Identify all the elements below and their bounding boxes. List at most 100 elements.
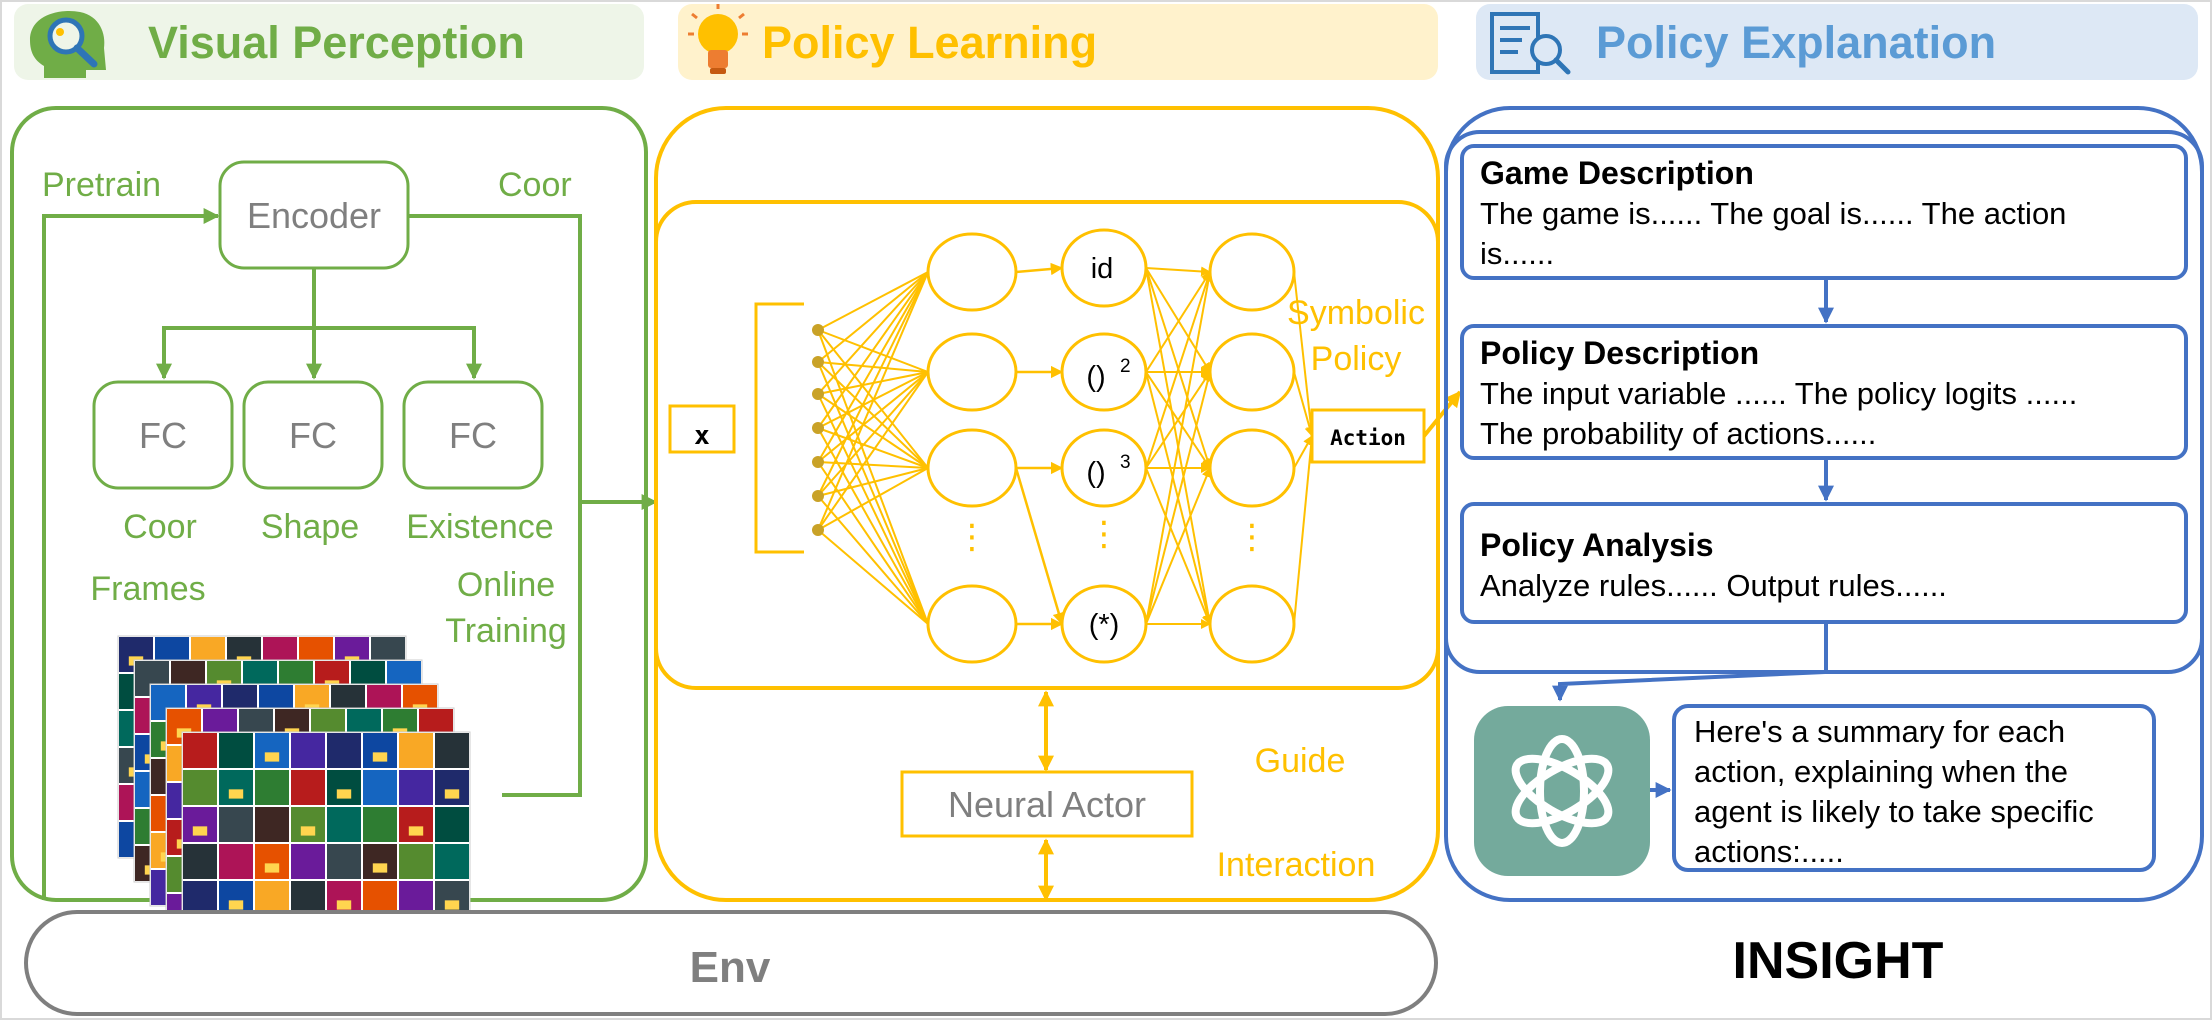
- symbolic-network-panel: [654, 200, 1440, 690]
- frame-tile: [291, 807, 325, 842]
- neural-actor-box: [900, 770, 1194, 838]
- action-box: [1310, 408, 1426, 464]
- frame-tile: [183, 807, 217, 842]
- frame-tile: [399, 844, 433, 879]
- edge-op-3-to-l3-1: [1145, 371, 1213, 625]
- edge-input-4-to-l1-2: [817, 461, 929, 469]
- frame-tile: [219, 844, 253, 879]
- input-var-label: x: [694, 421, 710, 451]
- frame-tile: [327, 770, 361, 805]
- header-explanation-title: Policy Explanation: [1596, 17, 1996, 68]
- edge-input-2-to-l1-2: [817, 393, 929, 469]
- encoder-label: Encoder: [247, 195, 381, 236]
- edge-l3-1-to-action: [1293, 371, 1315, 437]
- frame-sprite: [264, 752, 280, 762]
- edge-op-1-to-l3-0: [1145, 271, 1211, 373]
- summary-line-4: actions:.....: [1694, 834, 1844, 869]
- edge-l3-3-to-action: [1293, 435, 1317, 625]
- card-3-line1: Analyze rules...... Output rules......: [1480, 568, 1947, 603]
- training-label: Training: [445, 612, 567, 650]
- edge-input-5-to-l1-2: [817, 467, 929, 497]
- input-dot: [812, 456, 824, 468]
- frame-tile: [399, 770, 433, 805]
- edge-input-4-to-l1-0: [817, 271, 929, 463]
- guide-label: Guide: [1255, 742, 1346, 780]
- frame-sprite: [336, 789, 352, 799]
- edge-input-4-to-l1-1: [817, 371, 929, 463]
- edge-input-5-to-l1-3: [817, 495, 929, 625]
- frames-label: Frames: [90, 570, 205, 608]
- header-visual-perception: Visual Perception: [14, 4, 644, 80]
- fc-label-3: FC: [449, 415, 497, 456]
- summary-box: [1672, 704, 2156, 872]
- op-sup-square: 2: [1120, 356, 1131, 377]
- layer3-node-4: [1208, 584, 1296, 664]
- frame-tile: [291, 770, 325, 805]
- frame-tile: [399, 807, 433, 842]
- layer1-node-2: [926, 332, 1018, 412]
- header-policy-explanation: Policy Explanation: [1476, 4, 2198, 80]
- op-label-product: (*): [1089, 609, 1120, 641]
- frame-tile: [435, 733, 469, 768]
- online-training-line: [502, 500, 582, 797]
- card-1-line2: is......: [1480, 236, 1554, 271]
- fc-label-1: FC: [139, 415, 187, 456]
- edge-op-3-to-l3-0: [1145, 271, 1214, 625]
- summary-line-1: Here's a summary for each: [1694, 714, 2065, 749]
- layer1-node-1: [926, 232, 1018, 312]
- input-dot: [812, 524, 824, 536]
- layer3-ellipsis: ⋮: [1235, 518, 1269, 556]
- op-node-cube: [1060, 428, 1148, 508]
- edge-l3-0-to-action: [1293, 271, 1316, 437]
- input-dot: [812, 490, 824, 502]
- edge-op-2-to-l3-0: [1145, 271, 1212, 469]
- fc-box-existence: [402, 380, 544, 490]
- frame-sprite: [336, 900, 352, 910]
- card-1-title: Game Description: [1480, 155, 1754, 191]
- fc-box-shape: [242, 380, 384, 490]
- card-2-line2: The probability of actions......: [1480, 416, 1876, 451]
- edge-input-6-to-l1-0: [817, 271, 929, 531]
- analysis-to-gpt-arrow: [1552, 622, 1828, 702]
- layer1-ellipsis: ⋮: [955, 518, 989, 556]
- frame-tile: [255, 807, 289, 842]
- env-label: Env: [690, 943, 771, 992]
- edge-op-0-to-l3-0: [1145, 266, 1211, 277]
- document-search-icon: [1490, 12, 1571, 75]
- layer3-node-2: [1208, 332, 1296, 412]
- frame-tile: [255, 733, 289, 768]
- frame-tile: [363, 770, 397, 805]
- layer3-node-3: [1208, 428, 1296, 508]
- frame-tile: [327, 844, 361, 879]
- frame-sprite: [300, 826, 316, 836]
- network-edges: [817, 262, 1317, 631]
- interaction-label: Interaction: [1217, 846, 1376, 884]
- frame-tile: [435, 844, 469, 879]
- card-2-title: Policy Description: [1480, 335, 1759, 371]
- input-dot: [812, 324, 824, 336]
- head-label-existence: Existence: [406, 508, 553, 546]
- frame-sprite: [228, 789, 244, 799]
- network-input-dots: [812, 324, 824, 536]
- frame-tile: [183, 770, 217, 805]
- input-bracket: [754, 302, 804, 554]
- op-node-product: [1060, 584, 1148, 664]
- edge-input-6-to-l1-2: [817, 467, 929, 531]
- edge-op-0-to-l3-1: [1145, 267, 1211, 373]
- chatgpt-logo-icon: [1474, 706, 1650, 876]
- frame-tile: [435, 770, 469, 805]
- edge-l1-to-op-0: [1015, 262, 1064, 276]
- card-1-line1: The game is...... The goal is...... The …: [1480, 196, 2066, 231]
- card-3-title: Policy Analysis: [1480, 527, 1714, 563]
- op-label-id: id: [1091, 253, 1114, 285]
- frame-sprite: [372, 752, 388, 762]
- frame-tile: [363, 733, 397, 768]
- edge-input-2-to-l1-3: [817, 393, 929, 625]
- frame-tile: [255, 770, 289, 805]
- input-dot: [812, 388, 824, 400]
- frame-sprite: [192, 826, 208, 836]
- card-policy-analysis: [1460, 502, 2188, 624]
- coor-output-arrow: [408, 214, 658, 510]
- coor-top-label: Coor: [498, 166, 572, 204]
- edge-input-3-to-l1-0: [817, 271, 929, 429]
